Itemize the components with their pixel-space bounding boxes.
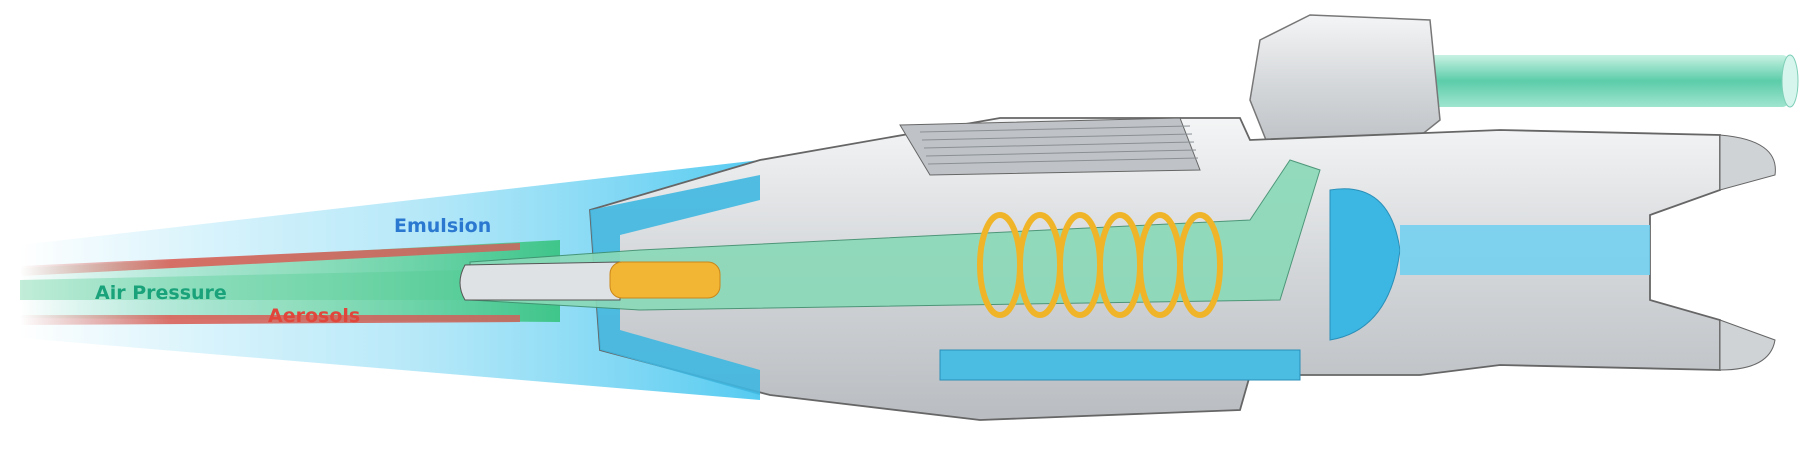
emulsion-label: Emulsion [394, 215, 491, 237]
air-pressure-label: Air Pressure [95, 282, 227, 304]
nozzle-tip [460, 262, 620, 300]
aerosols-label: Aerosols [268, 305, 360, 327]
emulsion-chamber [940, 350, 1300, 380]
rear-claw [1720, 135, 1775, 370]
emulsion-outlet [1400, 225, 1650, 275]
supply-tube [1420, 55, 1790, 107]
aerosol-insert [610, 262, 720, 298]
